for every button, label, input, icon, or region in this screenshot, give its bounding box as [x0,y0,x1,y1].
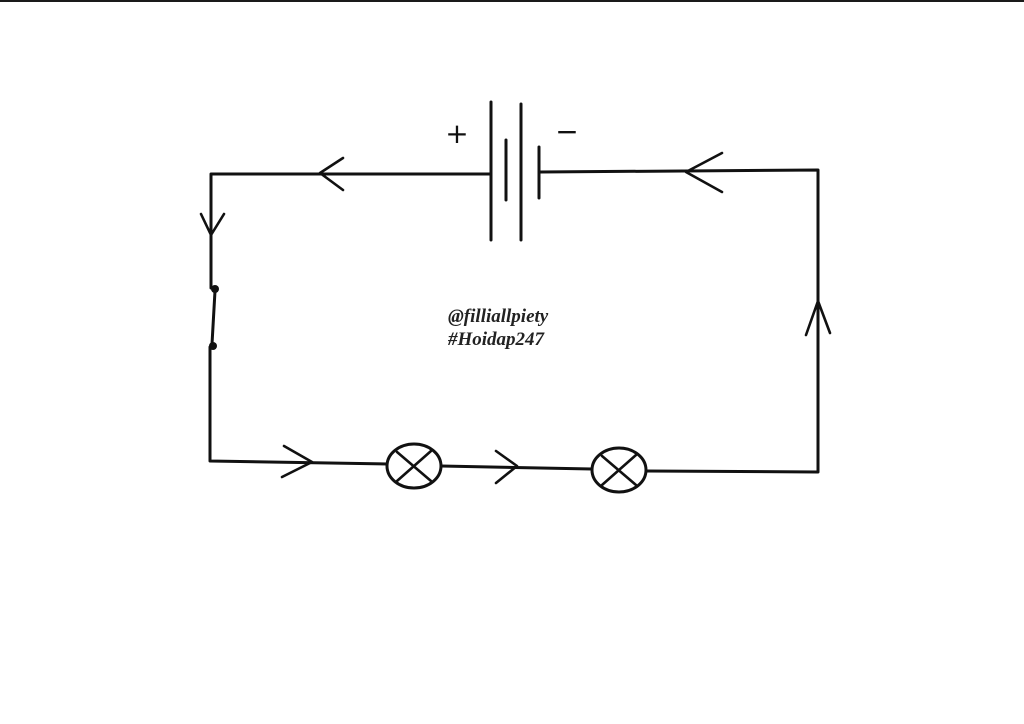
watermark: @filliallpiety #Hoidap247 [447,306,549,350]
switch-contact-bottom [209,342,217,350]
current-arrow-icon [494,449,519,485]
current-arrow-icon [804,299,832,337]
wires [208,168,820,474]
wire-right [538,168,820,474]
lamp-icon [590,446,648,494]
lamp-1-cross-b [395,449,433,483]
switch-icon [209,285,219,350]
current-arrow-icon [318,156,345,192]
battery-negative-sign: − [555,115,578,148]
lamp-icon [385,442,443,490]
wire-top-left [209,172,492,290]
switch-contact-top [211,285,219,293]
switch-blade [210,289,217,346]
watermark-line-1: @filliallpiety [448,306,549,327]
battery-positive-sign: + [445,117,468,150]
current-arrow-icon [280,444,314,479]
battery-icon: + − [445,100,579,242]
wire-left-lower [208,345,390,466]
current-arrows [199,151,832,485]
top-border-line [0,0,1024,2]
lamp-2-cross-b [600,453,638,487]
watermark-line-2: #Hoidap247 [447,329,546,350]
current-arrow-icon [684,151,724,194]
current-arrow-icon [199,212,226,237]
